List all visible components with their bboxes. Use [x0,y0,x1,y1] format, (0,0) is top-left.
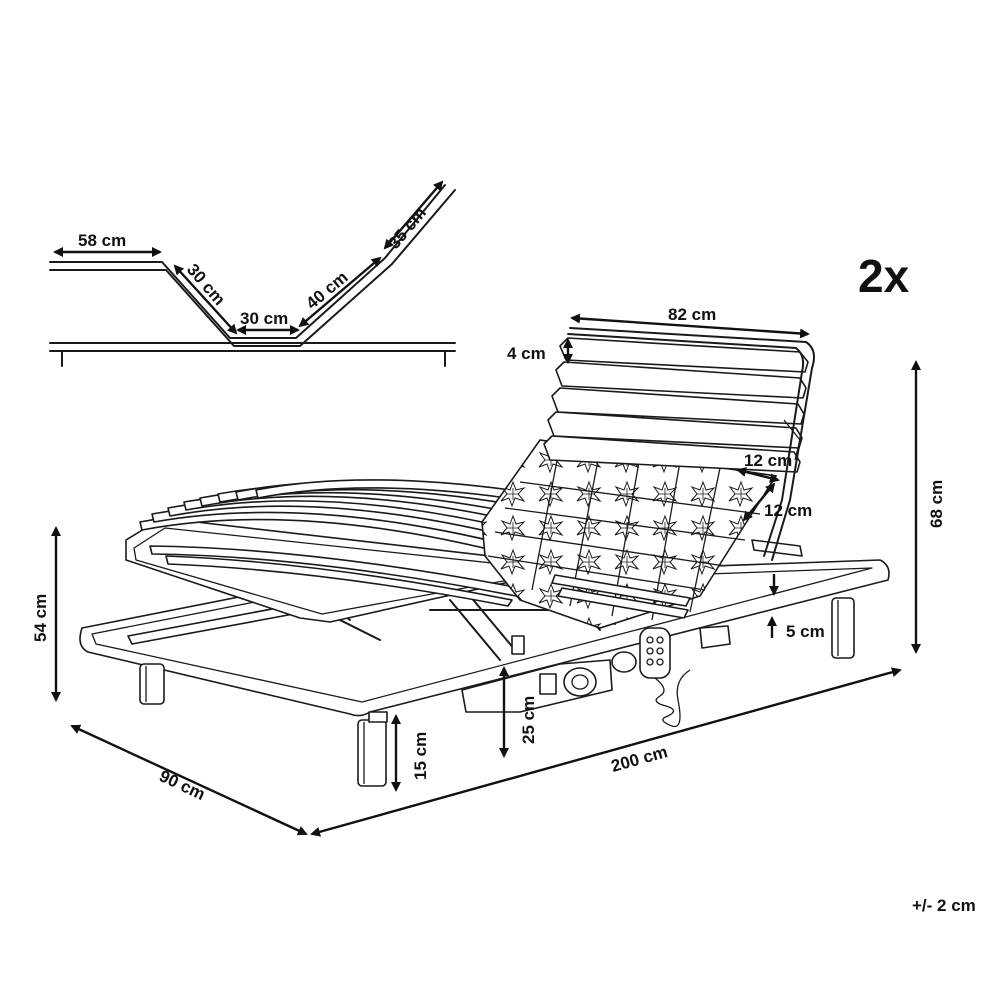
bed-dimension-arrows [51,313,921,837]
dim-headrest-width: 82 cm [668,305,716,324]
bed-illustration [79,327,890,787]
dim-slat-gap-a: 12 cm [744,451,792,470]
leg-front-right [831,597,855,659]
dim-mid-height: 54 cm [31,594,50,642]
dim-slat-gap-b: 12 cm [764,501,812,520]
dim-length: 200 cm [609,742,670,776]
profile-seg-bottom: 30 cm [240,309,288,328]
head-slats [543,337,809,473]
tolerance-note: +/- 2 cm [912,896,976,915]
leg-front-left [357,719,387,787]
dim-leg-height: 15 cm [411,732,430,780]
dim-total-height: 68 cm [927,480,946,528]
dim-width: 90 cm [156,766,208,804]
dim-frame-depth: 5 cm [786,622,825,641]
remote-control [639,627,671,679]
quantity-label: 2x [858,250,910,302]
dim-clearance: 25 cm [519,696,538,744]
profile-sketch [49,184,456,367]
profile-seg-head-flat: 58 cm [78,231,126,250]
leg-back-left [139,663,165,705]
profile-arrows [53,180,444,335]
dim-headrest-slat: 4 cm [507,344,546,363]
